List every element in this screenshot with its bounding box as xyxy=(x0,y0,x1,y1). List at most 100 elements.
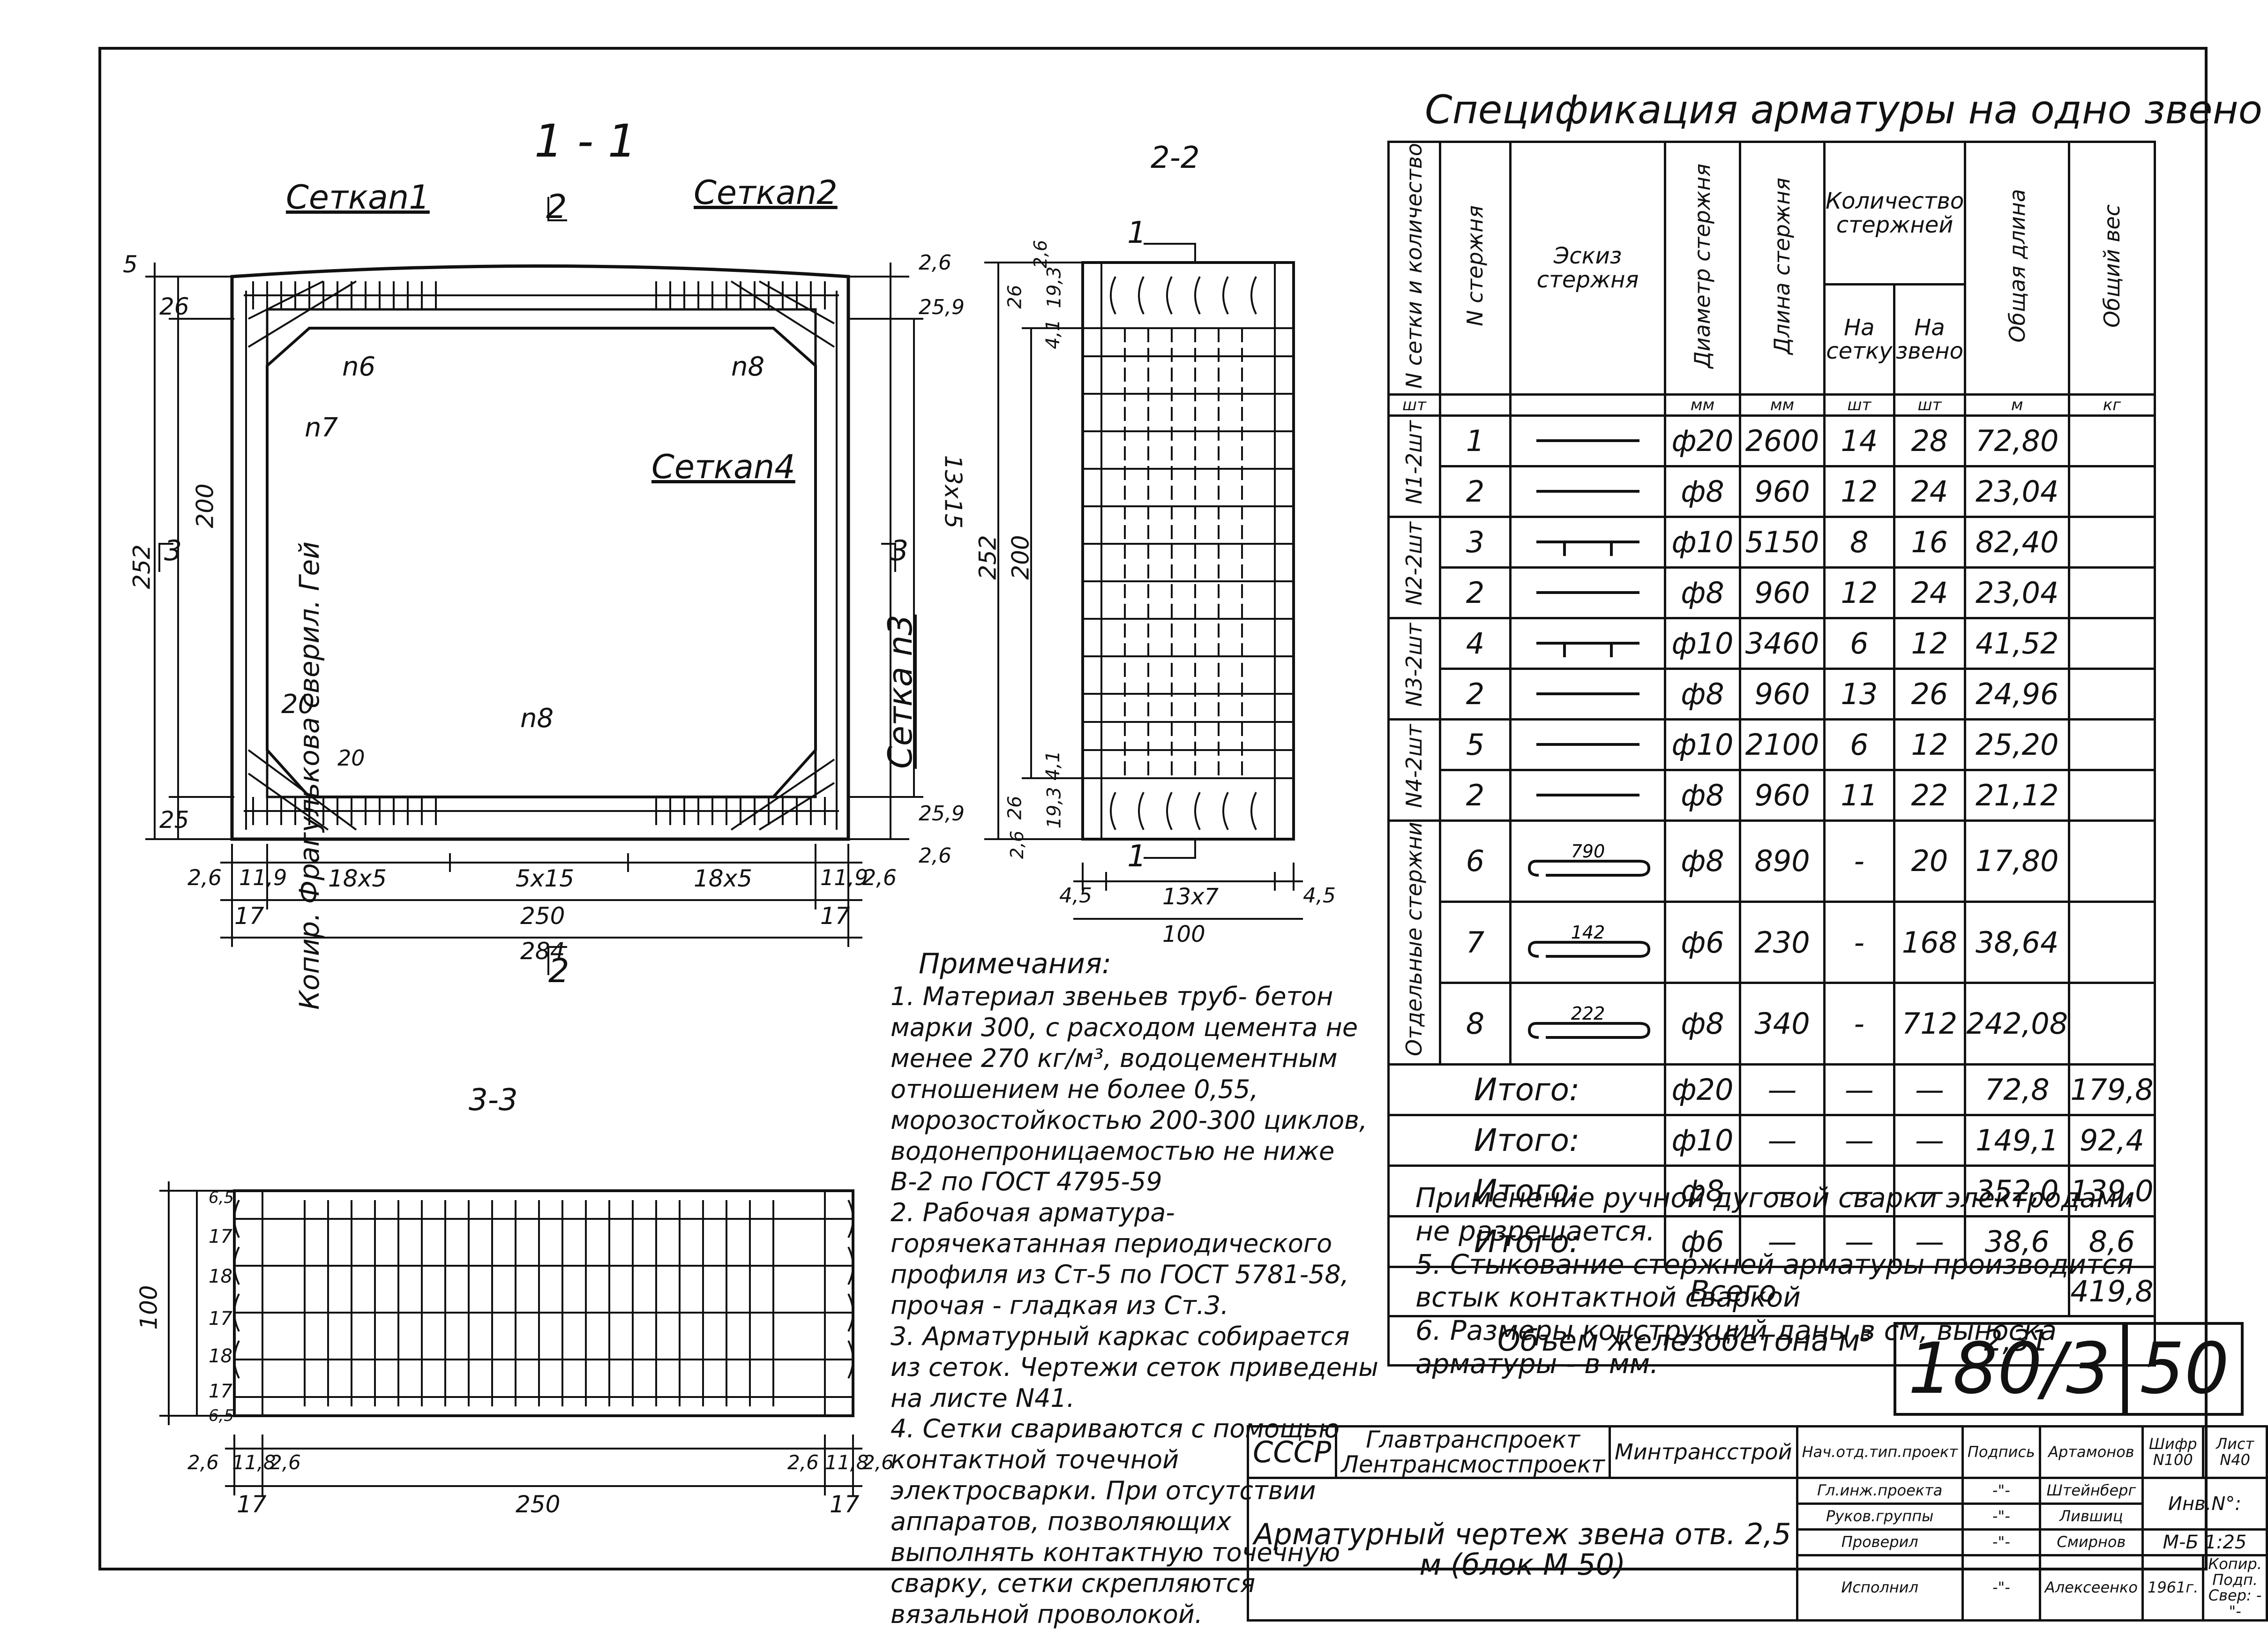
total-length: 82,40 xyxy=(1964,515,2071,569)
dim33-2-6-c: 2,6 xyxy=(787,1451,819,1474)
totals-dash: — xyxy=(1739,1215,1826,1268)
tb-name-2: Штейнберг xyxy=(2038,1477,2144,1505)
dim22-252: 252 xyxy=(974,535,1002,580)
stamp-code: 180/3 xyxy=(1894,1322,2126,1416)
dim33-2-6-d: 2,6 xyxy=(862,1451,894,1474)
totals-dash: — xyxy=(1823,1164,1895,1217)
count-per-mesh: 13 xyxy=(1823,667,1895,721)
count-per-mesh: 11 xyxy=(1823,768,1895,822)
bar-sketch-length: 142 xyxy=(1571,922,1605,943)
totals-dash: — xyxy=(1823,1113,1895,1167)
hdr-per-mesh: На сетку xyxy=(1823,283,1895,396)
total-length: 72,80 xyxy=(1964,414,2071,467)
note-2: 2. Рабочая арматура- горячекатанная пери… xyxy=(891,1198,1349,1320)
bar-sketch-icon xyxy=(1536,541,1639,556)
dim-2-6-right: 2,6 xyxy=(919,251,951,275)
totals-label: Итого: xyxy=(1387,1113,1666,1167)
hdr-count: Количество стержней xyxy=(1823,140,1967,286)
total-weight xyxy=(2068,465,2156,518)
totals-dash: — xyxy=(1823,1063,1895,1116)
bar-number: 1 xyxy=(1439,414,1512,467)
totals-dash: — xyxy=(1739,1113,1826,1167)
bar-sketch xyxy=(1509,414,1666,467)
bar-length: 960 xyxy=(1739,768,1826,822)
bar-8-label-top: n8 xyxy=(731,352,765,382)
bar-length: 960 xyxy=(1739,667,1826,721)
bar-sketch xyxy=(1509,667,1666,721)
totals-diameter: ф10 xyxy=(1664,1113,1741,1167)
section-2-2-title: 2-2 xyxy=(1151,141,1200,175)
note-5: 5. Стыкование стержней арматуры производ… xyxy=(1415,1248,2133,1314)
bar-diameter: ф8 xyxy=(1664,982,1741,1066)
totals-weight: 92,4 xyxy=(2068,1113,2156,1167)
total-length: 23,04 xyxy=(1964,566,2071,619)
total-length: 41,52 xyxy=(1964,616,2071,670)
count-per-link: 20 xyxy=(1893,819,1967,903)
bar-number: 3 xyxy=(1439,515,1512,569)
dim-26-top: 26 xyxy=(159,293,189,320)
notes-left: Примечания: 1. Материал звеньев труб- бе… xyxy=(891,947,1383,1630)
dim-bottom-17-left: 17 xyxy=(234,902,264,930)
bar-number: 7 xyxy=(1439,900,1512,984)
tb-copy: Копир. Подп.Свер: -"- xyxy=(2202,1554,2268,1622)
count-per-mesh: 8 xyxy=(1823,515,1895,569)
dim-bottom-11-9-left: 11,9 xyxy=(239,865,287,890)
totals-label: Итого: xyxy=(1387,1164,1666,1217)
bar-sketch-length: 222 xyxy=(1571,1003,1605,1024)
totals-weight: 8,6 xyxy=(2068,1215,2156,1268)
hdr-mesh: N сетки и количество xyxy=(1401,143,1427,389)
bar-diameter: ф8 xyxy=(1664,768,1741,822)
bar-diameter: ф8 xyxy=(1664,819,1741,903)
bar-number: 4 xyxy=(1439,616,1512,670)
dim22-200: 200 xyxy=(1007,535,1034,580)
tb-scale: М-Б 1:25 xyxy=(2141,1528,2268,1556)
dim-25-9-bottom: 25,9 xyxy=(919,802,965,826)
count-per-link: 16 xyxy=(1893,515,1967,569)
tb-ministry: Минтрансстрой xyxy=(1609,1425,1798,1479)
total-weight xyxy=(2068,515,2156,569)
count-per-link: 24 xyxy=(1893,465,1967,518)
tb-name-3: Лившиц xyxy=(2038,1502,2144,1531)
tb-sver: Свер: -"- xyxy=(2208,1586,2262,1620)
total-weight xyxy=(2068,768,2156,822)
dim-bottom-18x5-left: 18x5 xyxy=(328,865,387,892)
bar-sketch xyxy=(1509,515,1666,569)
total-length: 21,12 xyxy=(1964,768,2071,822)
bar-sketch-icon xyxy=(1536,743,1639,746)
count-per-link: 712 xyxy=(1893,982,1967,1066)
tb-drawing-title: Арматурный чертеж звена отв. 2,5 м (блок… xyxy=(1247,1476,1798,1622)
totals-length: 72,8 xyxy=(1964,1063,2071,1116)
totals-weight: 179,8 xyxy=(2068,1063,2156,1116)
total-weight xyxy=(2068,718,2156,771)
totals-diameter: ф8 xyxy=(1664,1164,1741,1217)
count-per-link: 12 xyxy=(1893,616,1967,670)
dim22-26-top: 26 xyxy=(1004,285,1026,309)
count-per-mesh: 6 xyxy=(1823,616,1895,670)
dim33-6-5-top: 6,5 xyxy=(209,1188,234,1207)
volume-value: 2,31 xyxy=(1984,1323,2049,1358)
totals-label: Итого: xyxy=(1387,1215,1666,1268)
bar-sketch-icon xyxy=(1536,439,1639,443)
bar-diameter: ф8 xyxy=(1664,667,1741,721)
bar-sketch-icon xyxy=(1536,490,1639,493)
tb-role-4: Проверил xyxy=(1796,1528,1964,1556)
dim22-2-6-bottom: 2,6 xyxy=(1007,830,1028,859)
dim-bottom-250: 250 xyxy=(520,902,565,930)
bar-diameter: ф10 xyxy=(1664,515,1741,569)
total-weight xyxy=(2068,819,2156,903)
title-block: СССР Главтранспроект Лентрансмостпроект … xyxy=(1246,1425,2268,1622)
bar-length: 340 xyxy=(1739,982,1826,1066)
total-weight xyxy=(2068,616,2156,670)
tb-name-1: Артамонов xyxy=(2038,1425,2144,1479)
dim-bottom-2-6-left: 2,6 xyxy=(187,865,222,890)
bar-length: 960 xyxy=(1739,465,1826,518)
bar-sketch-length: 790 xyxy=(1571,841,1605,862)
count-per-mesh: - xyxy=(1823,900,1895,984)
count-per-mesh: 14 xyxy=(1823,414,1895,467)
